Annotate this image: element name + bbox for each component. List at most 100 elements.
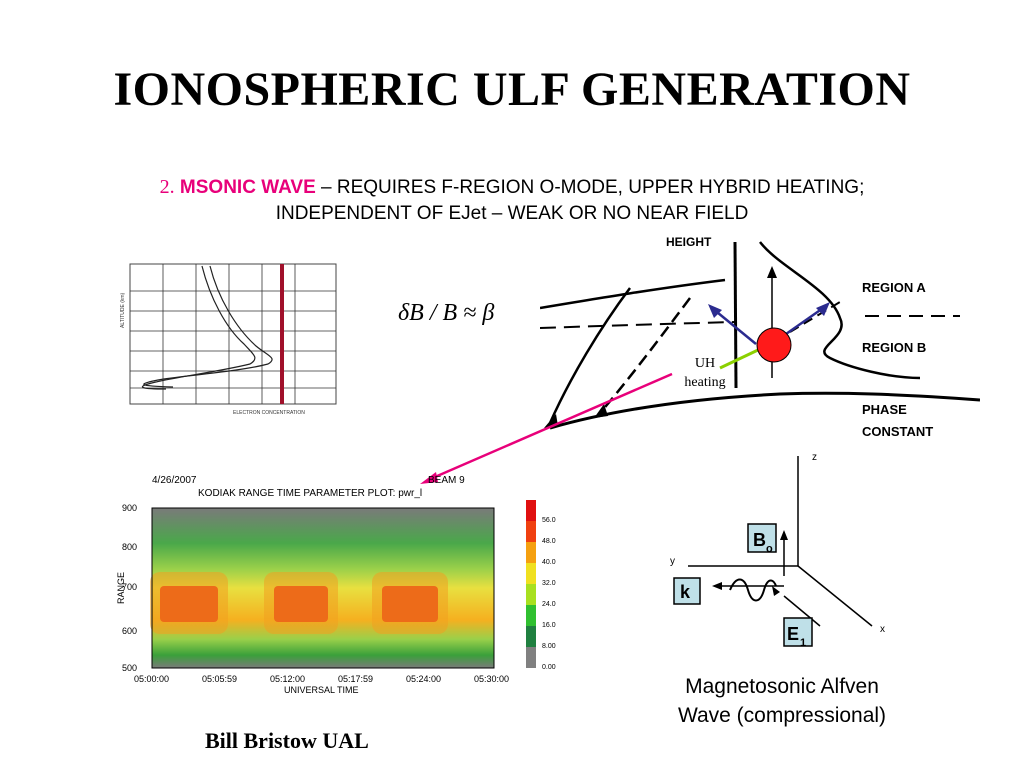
subtitle-line2: INDEPENDENT OF EJet – WEAK OR NO NEAR FI… [275, 203, 749, 224]
colorbar-tick: 0.00 [542, 664, 556, 671]
item-number: 2. [159, 176, 175, 198]
density-profile-figure: ELECTRON CONCENTRATION ALTITUDE (km) [120, 263, 337, 416]
max-sunspot-curve [143, 265, 273, 388]
b0-label: B [753, 530, 766, 550]
x-tick: 05:12:00 [270, 674, 305, 684]
heating-halo-3 [372, 572, 448, 634]
region-dash-1 [789, 301, 841, 333]
y-tick: 800 [122, 542, 137, 552]
wave-squiggle [729, 578, 777, 602]
colorbar-swatch [526, 521, 536, 542]
caption-line1: Magnetosonic Alfven [685, 675, 879, 698]
rti-y-ticks: 900 800 700 600 500 [122, 503, 137, 673]
region-b-label: REGION B [862, 340, 926, 355]
colorbar-swatch [526, 626, 536, 647]
k-arrowhead [712, 582, 722, 590]
colorbar-tick: 16.0 [542, 622, 556, 629]
density-grid [130, 264, 336, 404]
x-tick: 05:24:00 [406, 674, 441, 684]
uh-label-line2: heating [684, 375, 726, 390]
rti-x-ticks: 05:00:00 05:05:59 05:12:00 05:17:59 05:2… [134, 674, 509, 684]
density-xlabel: ELECTRON CONCENTRATION [233, 410, 305, 416]
region-a-label: REGION A [862, 280, 926, 295]
x-tick: 05:00:00 [134, 674, 169, 684]
rti-date: 4/26/2007 [152, 475, 197, 486]
rti-frame [151, 507, 495, 669]
y-axis-label: y [670, 556, 675, 567]
green-pointer [719, 348, 759, 370]
colorbar-tick: 40.0 [542, 559, 556, 566]
region-ab-curve [759, 241, 921, 380]
uh-heating-label: UH heating [670, 354, 740, 392]
x-axis [797, 565, 873, 627]
x-tick: 05:05:59 [202, 674, 237, 684]
height-axis [733, 241, 738, 389]
e1-arrowhead [772, 586, 780, 596]
phase-constant-curve [549, 391, 980, 430]
e1-label: E [787, 624, 799, 644]
colorbar-swatch [526, 500, 536, 521]
y-tick: 700 [122, 582, 137, 592]
uh-label-line1: UH [694, 356, 716, 371]
y-tick: 600 [122, 626, 137, 636]
height-phase-sketch: HEIGHT REGION A REGION B PHASE CONSTANT [540, 235, 980, 439]
blue-arrowhead-right [816, 302, 830, 316]
item-keyword: MSONIC WAVE [179, 177, 316, 198]
heating-halo-2 [264, 572, 338, 634]
rti-title: KODIAK RANGE TIME PARAMETER PLOT: pwr_l [198, 488, 422, 499]
rti-plot: 4/26/2007 BEAM 9 KODIAK RANGE TIME PARAM… [116, 475, 556, 695]
y-tick: 500 [122, 663, 137, 673]
colorbar-swatch [526, 605, 536, 626]
credit: Bill Bristow UAL [205, 728, 369, 753]
b0-box [747, 523, 777, 553]
lower-left-curve [548, 287, 632, 424]
colorbar-tick: 32.0 [542, 580, 556, 587]
rti-heating-blocks [150, 572, 448, 634]
colorbar-swatch [526, 584, 536, 605]
b0-subscript: o [766, 543, 773, 555]
e1-box [783, 617, 813, 647]
rti-colorbar: 56.0 48.0 40.0 32.0 24.0 16.0 8.00 0.00 [526, 500, 556, 671]
colorbar-tick: 48.0 [542, 538, 556, 545]
colorbar-swatch [526, 647, 536, 668]
heater-frequency-line [280, 264, 284, 404]
colorbar-swatch [526, 542, 536, 563]
heater-spot-icon [756, 327, 792, 363]
x-axis-label: x [880, 624, 885, 635]
x-tick: 05:17:59 [338, 674, 373, 684]
slide-title: IONOSPHERIC ULF GENERATION [113, 63, 911, 116]
upper-phase-curve [540, 278, 726, 310]
k-box [673, 577, 701, 605]
x-tick: 05:30:00 [474, 674, 509, 684]
density-ylabel: ALTITUDE (km) [120, 292, 126, 328]
arrowhead-mid [594, 404, 608, 418]
wave-caption: Magnetosonic Alfven Wave (compressional) [612, 672, 952, 730]
rti-beam: BEAM 9 [428, 475, 465, 486]
slide-subtitle: 2. MSONIC WAVE – REQUIRES F-REGION O-MOD… [40, 174, 984, 227]
wave-geometry-diagram: z y x B o k E 1 [670, 452, 885, 649]
min-sunspot-curve [141, 265, 256, 390]
subtitle-line1: – REQUIRES F-REGION O-MODE, UPPER HYBRID… [315, 177, 865, 198]
caption-line2: Wave (compressional) [677, 704, 887, 727]
heating-halo-1 [150, 572, 228, 634]
blue-arrow-left [711, 307, 757, 345]
y-tick: 900 [122, 503, 137, 513]
formula: δB / B ≈ β [398, 300, 495, 326]
colorbar-tick: 24.0 [542, 601, 556, 608]
rti-y-label: RANGE [116, 572, 126, 604]
connector-line [427, 372, 673, 482]
constant-label: CONSTANT [862, 424, 933, 439]
b0-arrowhead [780, 530, 788, 540]
colorbar-swatch [526, 563, 536, 584]
rti-x-label: UNIVERSAL TIME [284, 685, 359, 695]
e1-arrow [783, 595, 821, 627]
z-axis-label: z [812, 452, 817, 463]
phase-label: PHASE [862, 402, 907, 417]
connector-arrow [420, 372, 673, 484]
k-label: k [680, 582, 691, 602]
vertical-arrowhead [767, 266, 777, 278]
colorbar-tick: 56.0 [542, 517, 556, 524]
e1-subscript: 1 [800, 637, 806, 649]
dashed-curve [540, 321, 736, 329]
height-label: HEIGHT [666, 235, 712, 249]
